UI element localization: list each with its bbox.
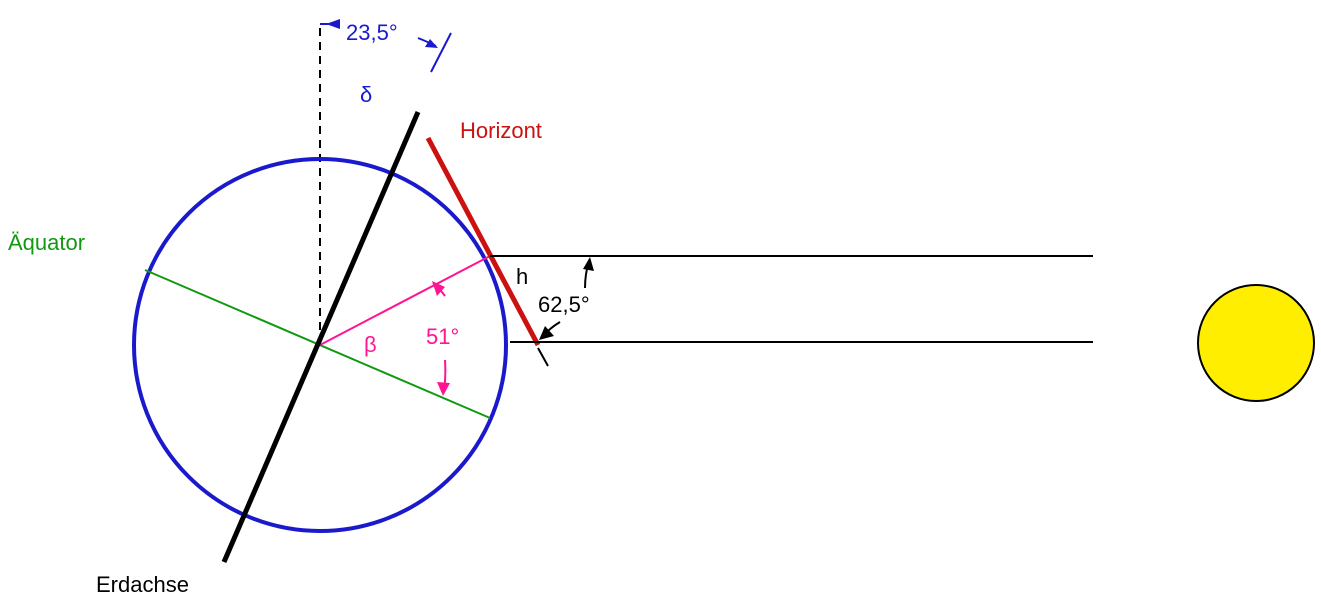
earth-circle	[132, 157, 508, 533]
latitude-arrowhead-lower	[437, 382, 450, 396]
sun-angle-arrowhead-upper	[583, 257, 594, 271]
earth-axis-line	[221, 111, 421, 563]
latitude-radius-line	[319, 255, 491, 346]
horizon-line	[425, 136, 541, 347]
earth-axis-label: Erdachse	[96, 572, 189, 597]
horizon-label: Horizont	[460, 118, 542, 143]
tilt-arrowhead-left	[326, 19, 340, 29]
delta-label: δ	[360, 82, 372, 107]
sun-angle-arrowhead-lower	[539, 326, 554, 340]
height-label: h	[516, 264, 528, 289]
tilt-arrowhead-right	[425, 39, 438, 48]
latitude-angle-label: 51°	[426, 324, 459, 349]
sun-icon	[1197, 284, 1315, 402]
tilt-angle-label: 23,5°	[346, 20, 398, 45]
sun-angle-tick	[537, 347, 549, 367]
tilt-tick	[430, 32, 452, 73]
latitude-arrowhead-upper	[432, 281, 445, 296]
equator-label: Äquator	[8, 230, 85, 255]
sun-angle-label: 62,5°	[538, 292, 590, 317]
beta-label: β	[364, 332, 377, 357]
